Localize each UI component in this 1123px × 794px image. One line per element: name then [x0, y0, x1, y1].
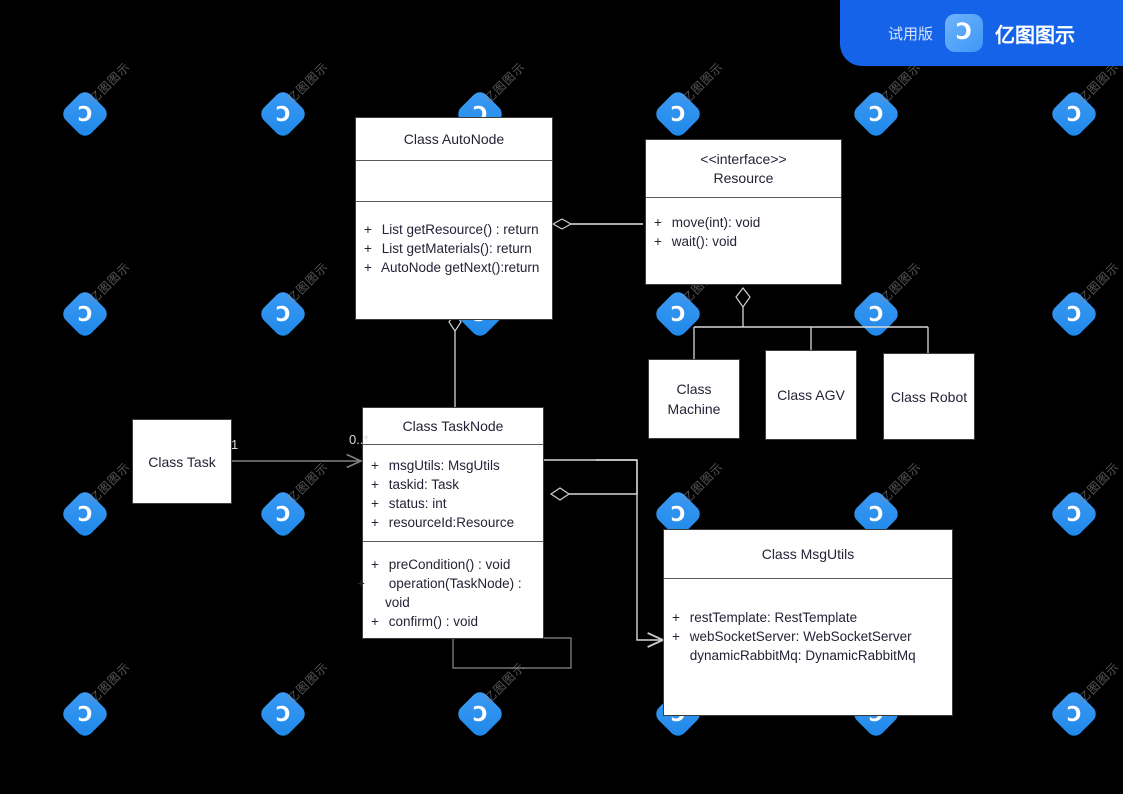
class-member-row: + confirm() : void: [371, 612, 535, 631]
visibility-marker: +: [357, 576, 365, 591]
member-text: AutoNode getNext():return: [381, 260, 540, 275]
class-member-row: + webSocketServer: WebSocketServer: [672, 627, 944, 646]
member-text: confirm() : void: [388, 614, 479, 629]
trial-label: 试用版: [887, 24, 933, 43]
class-member-row: + wait(): void: [654, 232, 833, 251]
class-title-tasknode: Class TaskNode: [363, 408, 543, 444]
member-text: resourceId:Resource: [388, 515, 515, 530]
multiplicity-tasknode-end: 0..*: [349, 432, 369, 447]
class-methods-autonode: + List getResource() : return + List get…: [356, 202, 552, 281]
member-text: preCondition() : void: [388, 557, 511, 572]
visibility-marker: +: [371, 477, 379, 492]
divider: [363, 541, 543, 542]
divider: [363, 444, 543, 445]
visibility-marker: +: [364, 260, 372, 275]
class-member-row: + List getMaterials(): return: [364, 239, 544, 258]
class-member-row: + restTemplate: RestTemplate: [672, 608, 944, 627]
member-text: msgUtils: MsgUtils: [388, 458, 500, 473]
class-box-machine[interactable]: Class Machine: [648, 359, 740, 439]
class-member-row: + resourceId:Resource: [371, 513, 535, 532]
class-title-text: Class TaskNode: [402, 418, 504, 434]
visibility-marker: +: [371, 496, 379, 511]
member-text: taskid: Task: [388, 477, 460, 492]
class-member-row: + move(int): void: [654, 213, 833, 232]
class-title-text: Class AutoNode: [403, 131, 505, 147]
class-methods-resource: + move(int): void + wait(): void: [646, 198, 841, 255]
visibility-marker: +: [364, 222, 372, 237]
class-title-msgutils: Class MsgUtils: [664, 530, 952, 578]
brand-label: 亿图图示: [995, 22, 1075, 47]
class-title-resource: <<interface>> Resource: [646, 140, 841, 197]
class-member-row: + AutoNode getNext():return: [364, 258, 544, 277]
class-title-text: Class Task: [148, 453, 216, 470]
class-member-row: + taskid: Task: [371, 475, 535, 494]
class-member-row: + preCondition() : void: [371, 555, 535, 574]
class-box-agv[interactable]: Class AGV: [765, 350, 857, 440]
edge-autonode-tasknode: [448, 311, 462, 407]
member-text: operation(TaskNode) : void: [385, 576, 522, 610]
visibility-marker: +: [672, 629, 680, 644]
class-member-row: + operation(TaskNode) : void: [357, 574, 535, 612]
class-attributes-msgutils: + restTemplate: RestTemplate + webSocket…: [664, 579, 952, 669]
edge-tasknode-msgutils: [596, 459, 666, 648]
visibility-marker: +: [654, 234, 662, 249]
class-attributes-tasknode: + msgUtils: MsgUtils + taskid: Task + st…: [363, 445, 543, 541]
class-title-text: Class Robot: [890, 388, 968, 405]
class-box-robot[interactable]: Class Robot: [883, 353, 975, 440]
class-member-row: + List getResource() : return: [364, 220, 544, 239]
visibility-marker: +: [371, 515, 379, 530]
class-attributes-autonode: [356, 161, 552, 201]
visibility-marker: +: [371, 614, 379, 629]
edraw-logo-icon: Ɔ: [945, 14, 983, 52]
edge-autonode-resource: [551, 218, 643, 230]
class-box-task[interactable]: Class Task: [132, 419, 232, 504]
member-text: List getResource() : return: [381, 222, 539, 237]
visibility-marker: +: [654, 215, 662, 230]
class-member-row: dynamicRabbitMq: DynamicRabbitMq: [672, 646, 944, 665]
class-box-tasknode[interactable]: Class TaskNode + msgUtils: MsgUtils + ta…: [357, 407, 544, 639]
class-box-resource[interactable]: <<interface>> Resource + move(int): void…: [645, 139, 842, 285]
member-text: status: int: [388, 496, 447, 511]
divider: [356, 160, 552, 161]
member-text: dynamicRabbitMq: DynamicRabbitMq: [689, 648, 916, 663]
class-title-text: Class MsgUtils: [761, 546, 855, 562]
class-title-autonode: Class AutoNode: [356, 118, 552, 160]
class-title-text: Class Machine: [667, 381, 721, 417]
visibility-marker: +: [672, 610, 680, 625]
divider: [664, 578, 952, 579]
class-box-autonode[interactable]: Class AutoNode + List getResource() : re…: [355, 117, 553, 320]
member-text: wait(): void: [671, 234, 738, 249]
class-box-msgutils[interactable]: Class MsgUtils + restTemplate: RestTempl…: [663, 529, 953, 716]
visibility-marker: +: [364, 241, 372, 256]
stereotype-label: <<interface>>: [700, 150, 787, 167]
visibility-marker: +: [371, 458, 379, 473]
edge-resource-implementors: [693, 287, 929, 359]
visibility-marker: +: [371, 557, 379, 572]
member-text: move(int): void: [671, 215, 761, 230]
member-text: restTemplate: RestTemplate: [689, 610, 858, 625]
logo-glyph: Ɔ: [955, 20, 973, 45]
class-member-row: + status: int: [371, 494, 535, 513]
class-methods-tasknode: + preCondition() : void + operation(Task…: [357, 542, 543, 635]
class-title-text: Class AGV: [777, 387, 845, 403]
divider: [646, 197, 841, 198]
class-member-row: + msgUtils: MsgUtils: [371, 456, 535, 475]
member-text: List getMaterials(): return: [381, 241, 532, 256]
multiplicity-task-end: 1: [231, 437, 239, 452]
member-text: webSocketServer: WebSocketServer: [689, 629, 912, 644]
divider: [356, 201, 552, 202]
trial-badge[interactable]: 试用版 Ɔ 亿图图示: [840, 0, 1123, 66]
class-title-text: Resource: [713, 169, 774, 186]
